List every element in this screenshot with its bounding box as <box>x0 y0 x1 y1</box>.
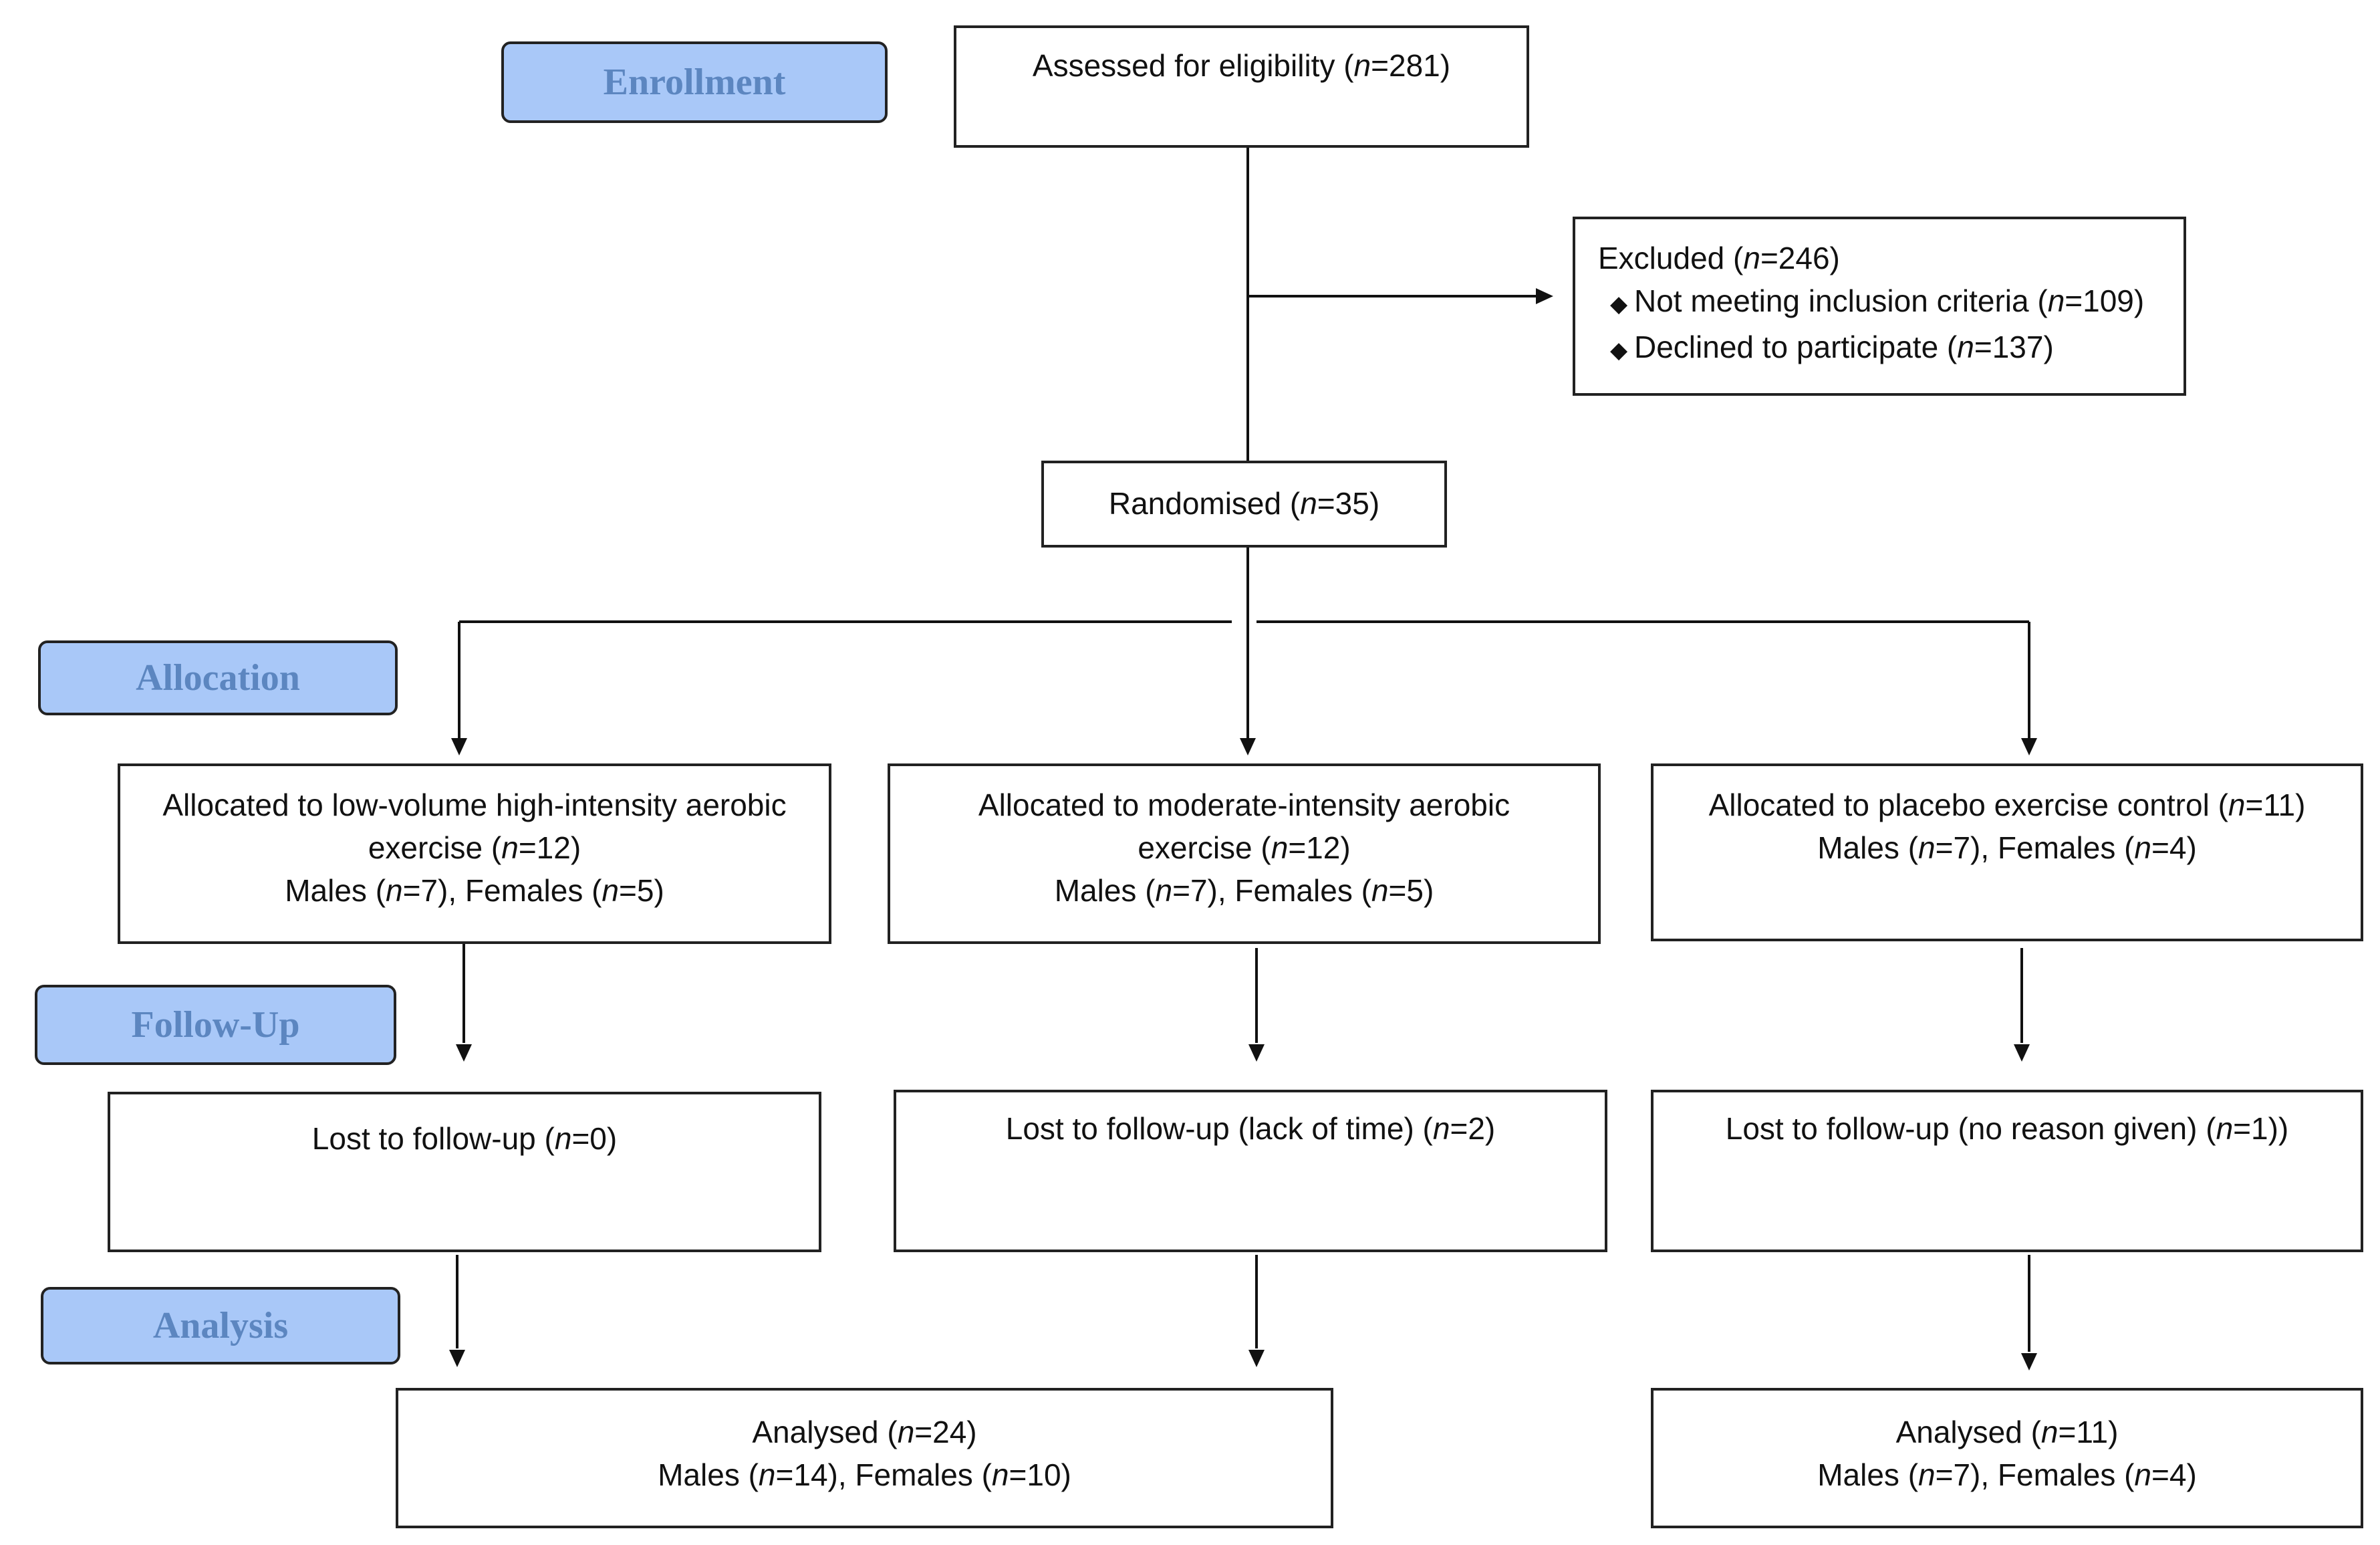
box-analysed-placebo: Analysed (n=11) Males (n=7), Females (n=… <box>1651 1388 2363 1528</box>
analysed-placebo-sex-split: Males (n=7), Females (n=4) <box>1817 1457 2197 1492</box>
placebo-allocation-sex-split: Males (n=7), Females (n=4) <box>1817 830 2197 865</box>
arrow-to-hiit <box>451 738 467 755</box>
box-assessed-for-eligibility: Assessed for eligibility (n=281) <box>954 25 1529 148</box>
stage-label-follow-up: Follow-Up <box>35 985 396 1065</box>
box-allocated-hiit: Allocated to low-volume high-intensity a… <box>118 763 831 944</box>
diamond-bullet-icon: ◆ <box>1610 291 1628 317</box>
moderate-lost-to-followup: Lost to follow-up (lack of time) (n=2) <box>1005 1111 1496 1146</box>
arrow-to-excluded <box>1536 288 1553 304</box>
arrow-placebo-to-analysis <box>2021 1353 2037 1371</box>
assessed-text: Assessed for eligibility (n=281) <box>1032 48 1451 83</box>
arrow-to-hiit-followup <box>456 1044 472 1062</box>
box-followup-hiit: Lost to follow-up (n=0) <box>108 1092 821 1252</box>
excluded-title: Excluded (n=246) <box>1598 241 1840 275</box>
arrow-to-placebo <box>2021 738 2037 755</box>
arrow-moderate-to-analysis <box>1248 1350 1265 1367</box>
stage-label-analysis: Analysis <box>41 1287 400 1364</box>
hiit-lost-to-followup: Lost to follow-up (n=0) <box>311 1121 618 1156</box>
box-analysed-exercise: Analysed (n=24) Males (n=14), Females (n… <box>396 1388 1333 1528</box>
moderate-allocation-line1: Allocated to moderate-intensity aerobic <box>978 788 1510 822</box>
box-excluded: Excluded (n=246) ◆Not meeting inclusion … <box>1573 217 2186 396</box>
box-allocated-moderate: Allocated to moderate-intensity aerobic … <box>888 763 1601 944</box>
excluded-item-declined: ◆Declined to participate (n=137) <box>1598 326 2184 372</box>
box-followup-moderate: Lost to follow-up (lack of time) (n=2) <box>894 1090 1607 1252</box>
stage-label-allocation: Allocation <box>38 640 398 715</box>
randomised-text: Randomised (n=35) <box>1108 486 1380 521</box>
arrow-to-moderate <box>1240 738 1256 755</box>
moderate-allocation-line2: exercise (n=12) <box>1138 830 1351 865</box>
arrow-to-moderate-followup <box>1248 1044 1265 1062</box>
box-randomised: Randomised (n=35) <box>1041 461 1447 548</box>
box-allocated-placebo: Allocated to placebo exercise control (n… <box>1651 763 2363 941</box>
stage-label-enrollment: Enrollment <box>501 41 888 123</box>
box-followup-placebo: Lost to follow-up (no reason given) (n=1… <box>1651 1090 2363 1252</box>
excluded-item-inclusion-criteria: ◆Not meeting inclusion criteria (n=109) <box>1598 279 2184 326</box>
arrow-to-placebo-followup <box>2014 1044 2030 1062</box>
analysed-exercise-sex-split: Males (n=14), Females (n=10) <box>658 1457 1071 1492</box>
hiit-allocation-line1: Allocated to low-volume high-intensity a… <box>162 788 787 822</box>
placebo-allocation-line1: Allocated to placebo exercise control (n… <box>1708 788 2306 822</box>
moderate-allocation-sex-split: Males (n=7), Females (n=5) <box>1054 873 1434 908</box>
hiit-allocation-sex-split: Males (n=7), Females (n=5) <box>285 873 664 908</box>
placebo-lost-to-followup: Lost to follow-up (no reason given) (n=1… <box>1725 1111 2289 1146</box>
arrow-hiit-to-analysis <box>449 1350 465 1367</box>
analysed-placebo-total: Analysed (n=11) <box>1895 1415 2119 1449</box>
diamond-bullet-icon: ◆ <box>1610 338 1628 363</box>
analysed-exercise-total: Analysed (n=24) <box>752 1415 977 1449</box>
hiit-allocation-line2: exercise (n=12) <box>368 830 581 865</box>
